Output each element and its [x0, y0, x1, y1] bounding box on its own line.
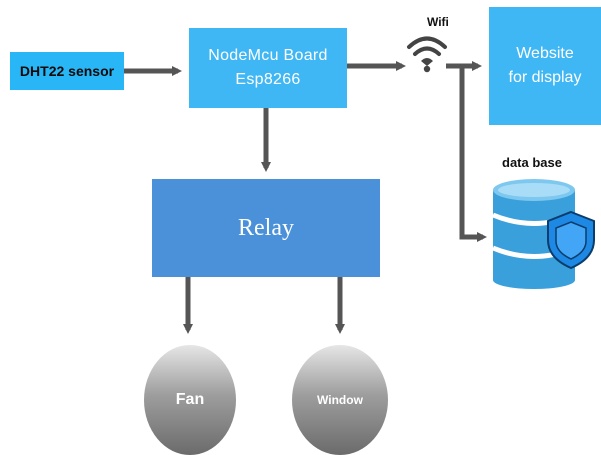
website-box: Website for display	[489, 7, 601, 125]
window-label: Window	[317, 393, 363, 407]
relay-box: Relay	[152, 179, 380, 277]
dht22-sensor-box: DHT22 sensor	[10, 52, 124, 90]
website-label-line1: Website	[516, 45, 574, 62]
fan-node: Fan	[144, 345, 236, 455]
nodemcu-board-box: NodeMcu Board Esp8266	[189, 28, 347, 108]
website-label-line2: for display	[508, 69, 582, 86]
board-label-line1: NodeMcu Board	[208, 47, 328, 64]
sensor-label: DHT22 sensor	[19, 63, 115, 79]
window-node: Window	[292, 345, 388, 455]
relay-label: Relay	[238, 214, 294, 241]
wifi-label: Wifi	[427, 15, 449, 29]
fan-label: Fan	[175, 391, 205, 408]
arrow-wifi-to-database	[459, 66, 487, 242]
database-label: data base	[502, 155, 562, 170]
board-label-line2: Esp8266	[235, 71, 301, 88]
